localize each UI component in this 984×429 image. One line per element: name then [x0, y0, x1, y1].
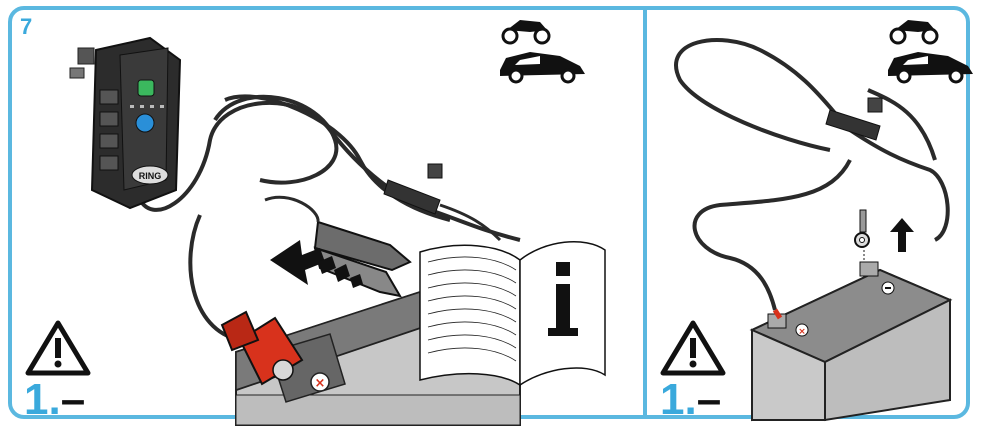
motorcycle-icon [503, 20, 549, 43]
instruction-number-right: 1.– [660, 378, 721, 422]
warning-triangle-icon [28, 323, 88, 373]
charger-logo: RING [139, 171, 162, 181]
black-clamp [265, 197, 410, 296]
car-icon-right [888, 52, 973, 82]
svg-text:×: × [798, 327, 806, 337]
negative-symbol: – [61, 375, 85, 424]
red-clamp [222, 312, 302, 384]
car-icon [500, 52, 585, 82]
instruction-number-text: 1. [660, 375, 697, 424]
negative-symbol: – [697, 375, 721, 424]
battery-terminal-positive: × [311, 373, 329, 391]
charger-unit: RING [70, 38, 180, 208]
instruction-number-left: 1.– [24, 378, 85, 422]
svg-text:×: × [315, 376, 326, 391]
instruction-number-text: 1. [24, 375, 61, 424]
battery-terminal-negative [882, 282, 894, 294]
info-book-icon [420, 242, 605, 385]
warning-triangle-icon-right [663, 323, 723, 373]
arrow-up-icon [890, 218, 914, 252]
motorcycle-icon-right [891, 20, 937, 43]
right-battery [752, 262, 950, 420]
ring-terminal [855, 210, 869, 247]
